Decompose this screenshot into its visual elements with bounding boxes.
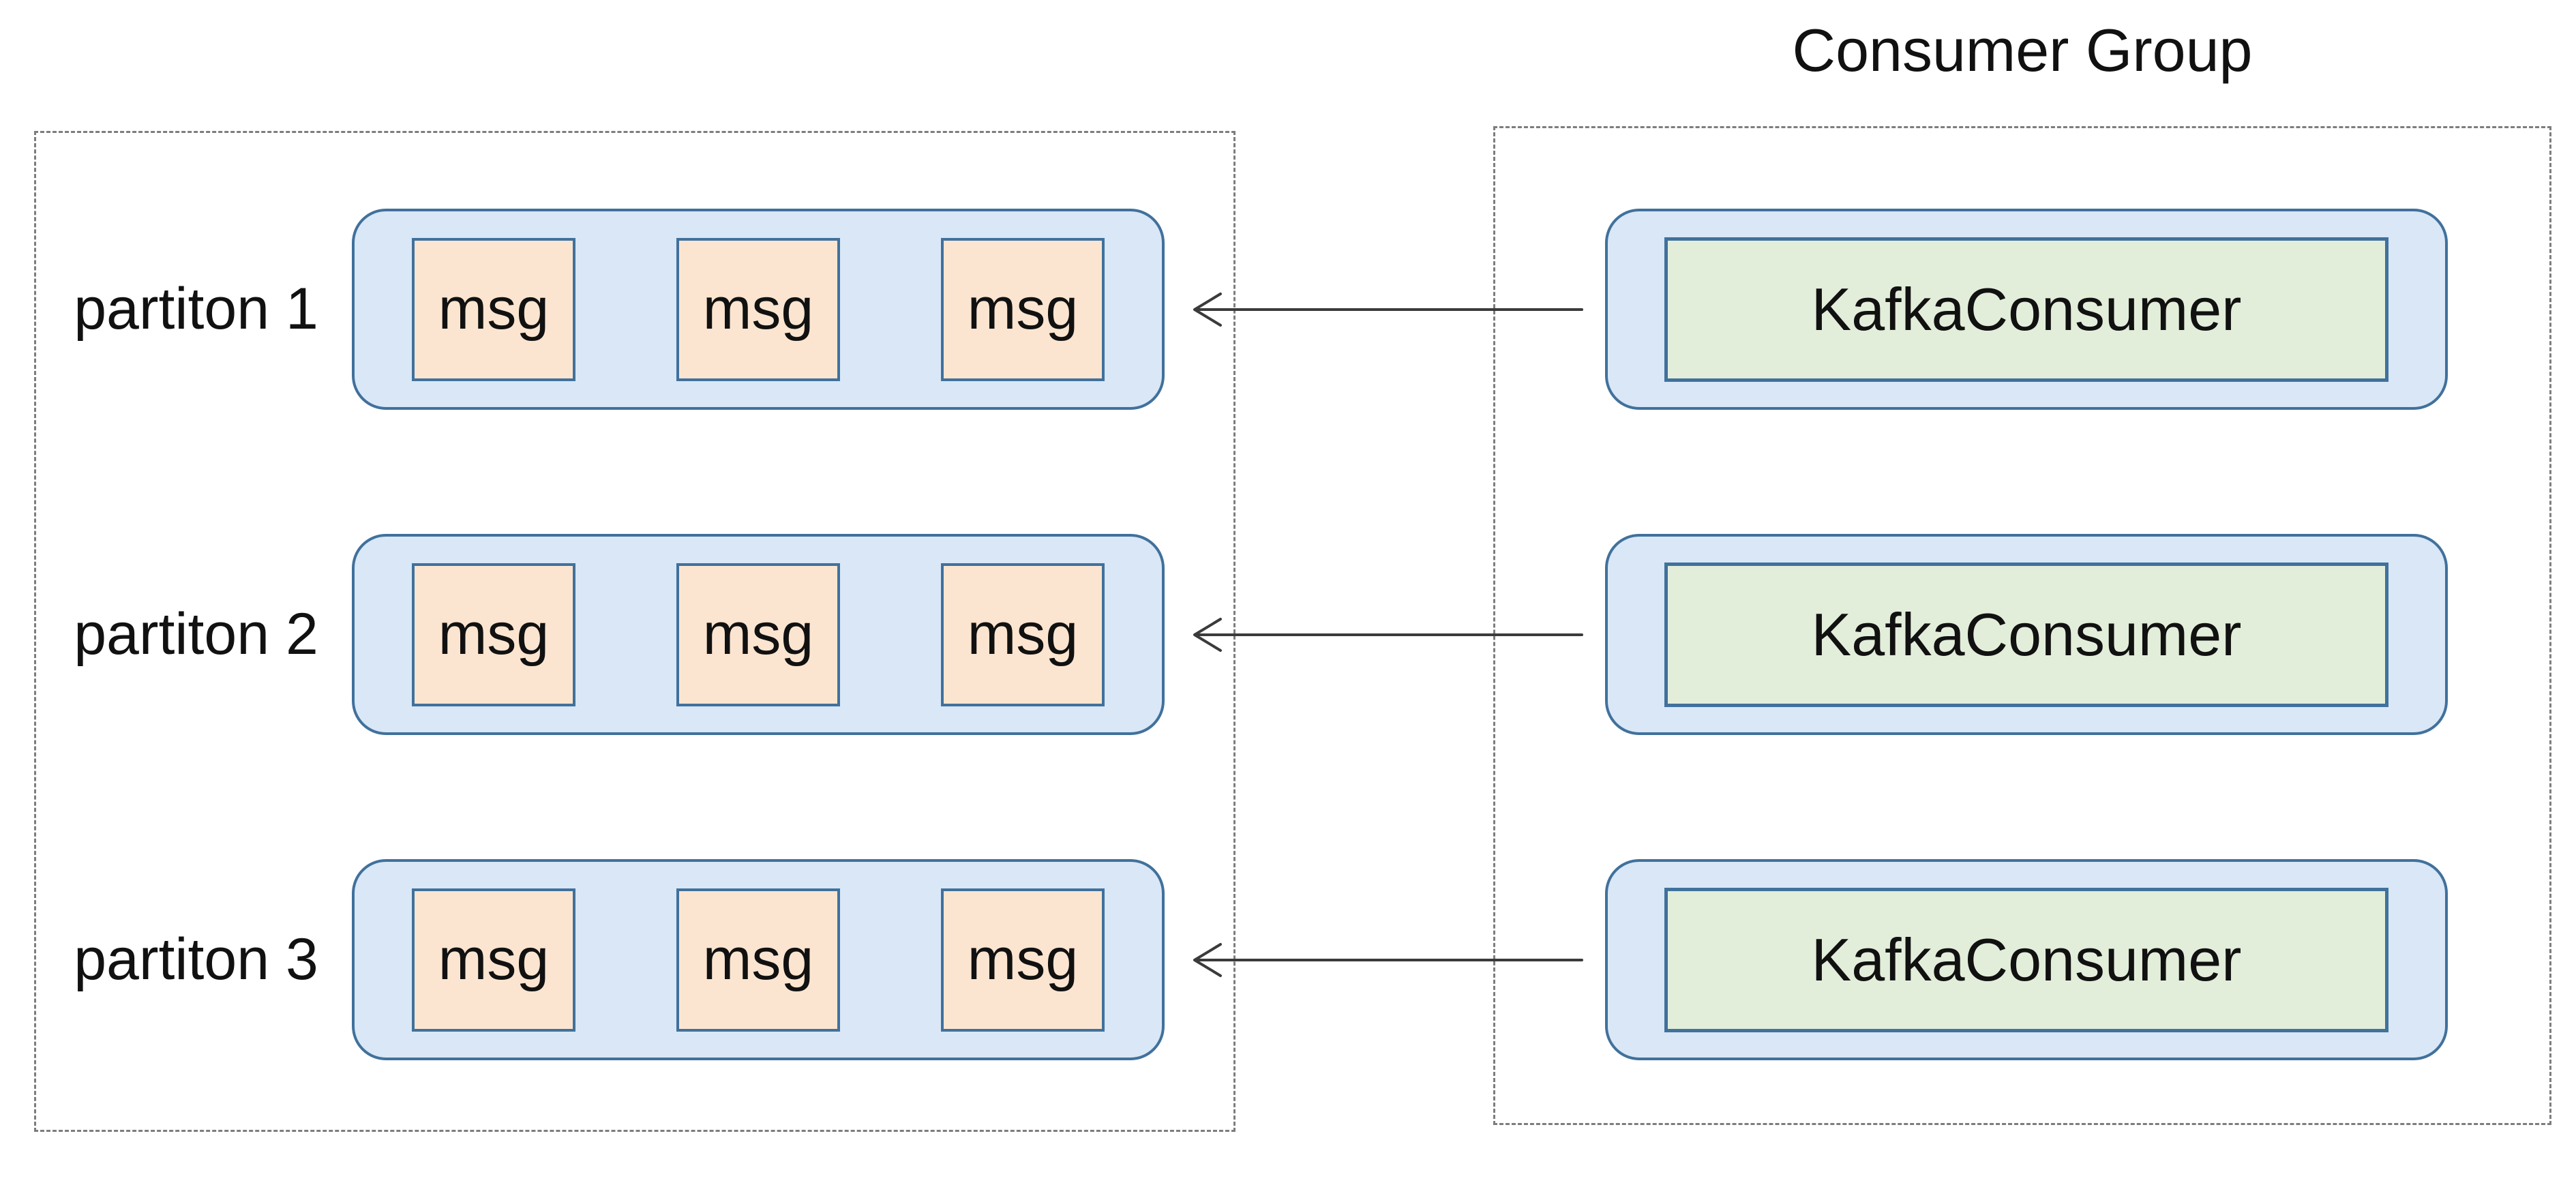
consumer-3-box: KafkaConsumer [1605, 859, 2448, 1060]
partition-3-box: msg msg msg [352, 859, 1165, 1060]
partition-1-label: partiton 1 [74, 276, 318, 342]
message-box: msg [676, 237, 840, 381]
message-box: msg [941, 888, 1105, 1032]
consumer-1-box: KafkaConsumer [1605, 209, 2448, 410]
message-box: msg [412, 237, 575, 381]
message-box: msg [941, 237, 1105, 381]
consumer-group-dashed-container [1493, 126, 2551, 1125]
left-arrow-icon [1193, 618, 1583, 652]
consumer-1-label: KafkaConsumer [1664, 237, 2388, 382]
consumer-2-box: KafkaConsumer [1605, 534, 2448, 735]
consumer-3-label: KafkaConsumer [1664, 887, 2388, 1032]
partition-2-label: partiton 2 [74, 601, 318, 667]
left-arrow-icon [1193, 943, 1583, 977]
message-box: msg [941, 563, 1105, 706]
message-box: msg [412, 563, 575, 706]
diagram-row-1: partiton 1 msg msg msg KafkaConsumer [0, 209, 2576, 410]
partition-3-label: partiton 3 [74, 927, 318, 992]
message-box: msg [412, 888, 575, 1032]
partition-1-box: msg msg msg [352, 209, 1165, 410]
partitions-dashed-container [34, 131, 1235, 1132]
message-box: msg [676, 888, 840, 1032]
consumer-group-title: Consumer Group [1792, 16, 2253, 84]
diagram-row-3: partiton 3 msg msg msg KafkaConsumer [0, 859, 2576, 1060]
diagram-row-2: partiton 2 msg msg msg KafkaConsumer [0, 534, 2576, 735]
partition-2-box: msg msg msg [352, 534, 1165, 735]
message-box: msg [676, 563, 840, 706]
consumer-2-label: KafkaConsumer [1664, 562, 2388, 707]
left-arrow-icon [1193, 293, 1583, 327]
